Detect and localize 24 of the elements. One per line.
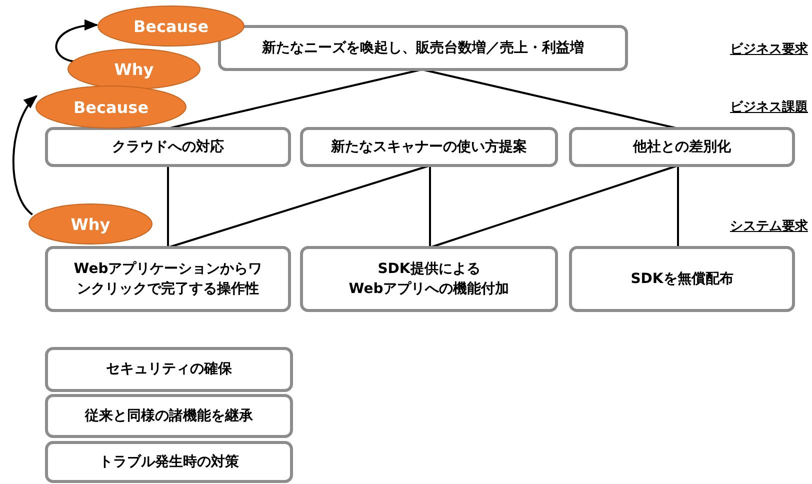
oval-label: Why [114, 60, 154, 78]
text-box: SDKを無償配布 [569, 246, 795, 312]
oval-label: Why [70, 214, 110, 234]
text-box: 新たなニーズを喚起し、販売台数増／売上・利益増 [218, 25, 628, 71]
text-box: クラウドへの対応 [45, 127, 291, 167]
text-box: 新たなスキャナーの使い方提案 [300, 127, 558, 167]
connector-line [677, 166, 679, 248]
text-box: 従来と同様の諸機能を継承 [45, 394, 293, 438]
connector-line [430, 164, 678, 248]
text-box: 他社との差別化 [569, 127, 795, 167]
text-box: セキュリティの確保 [45, 347, 293, 392]
level-heading: ビジネス要求 [730, 41, 808, 58]
level-heading: ビジネス課題 [730, 99, 808, 116]
text-box: Webアプリケーションからワンクリックで完了する操作性 [45, 246, 291, 312]
oval-label: Because [73, 98, 149, 116]
curved-arrow [12, 94, 38, 216]
text-box: トラブル発生時の対策 [45, 441, 293, 483]
connector-line [429, 166, 431, 248]
connector-line [167, 166, 169, 248]
curved-arrow [55, 20, 98, 63]
text-box: SDK提供による Webアプリへの機能付加 [300, 246, 558, 312]
level-heading: システム要求 [730, 218, 808, 235]
oval-label: Because [133, 16, 209, 36]
connector-line [168, 164, 430, 248]
